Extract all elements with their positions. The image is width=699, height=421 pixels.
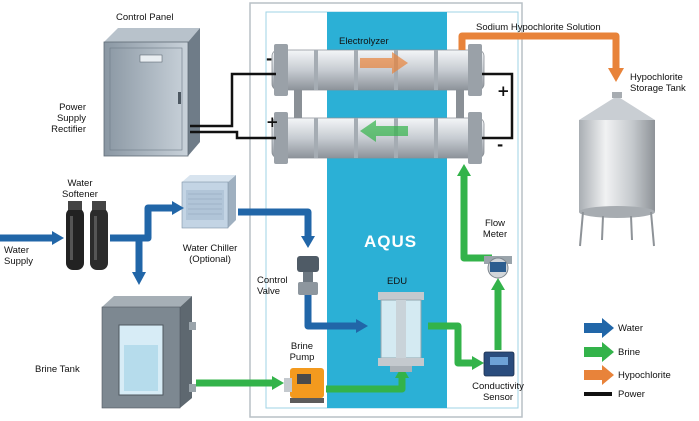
brine-arrowhead-pump bbox=[272, 376, 284, 390]
water-supply-label: Water Supply bbox=[4, 245, 34, 267]
electrolyzer-flow-left-arrow bbox=[360, 120, 408, 142]
hypochlorite-arrowhead bbox=[608, 68, 624, 82]
water-arrowhead-supply bbox=[52, 231, 64, 245]
power-lines bbox=[190, 72, 514, 140]
water-softener-label: Water Softener bbox=[62, 178, 98, 200]
electrolyzer-label: Electrolyzer bbox=[339, 36, 389, 47]
flow-meter bbox=[484, 256, 512, 279]
sodium-hypochlorite-label: Sodium Hypochlorite Solution bbox=[476, 22, 601, 33]
water-chiller-unit bbox=[181, 175, 236, 229]
connector-right bbox=[456, 90, 464, 118]
control-valve-label: Control Valve bbox=[257, 275, 288, 297]
water-arrowhead-valve bbox=[301, 236, 315, 248]
conductivity-sensor-label: Conductivity Sensor bbox=[472, 381, 524, 403]
water-flow bbox=[0, 204, 356, 330]
legend-power-label: Power bbox=[618, 389, 645, 400]
bottom-plus-sign: + bbox=[266, 113, 279, 131]
water-arrowhead-brine bbox=[132, 272, 146, 285]
hypochlorite-flow bbox=[458, 32, 620, 68]
legend-brine-label: Brine bbox=[618, 347, 641, 358]
legend bbox=[584, 318, 614, 396]
electrolyzer-top-tube bbox=[271, 44, 485, 96]
electrolyzer-bottom-tube bbox=[271, 112, 485, 164]
legend-hypochlorite-swatch bbox=[584, 365, 614, 385]
control-panel-label: Control Panel bbox=[116, 12, 174, 23]
brine-arrowhead-sensor bbox=[472, 356, 484, 370]
power-supply-label: Power Supply Rectifier bbox=[51, 102, 86, 135]
brine-tank bbox=[101, 296, 196, 409]
water-arrowhead-chiller bbox=[172, 201, 184, 215]
water-softener-tanks bbox=[66, 201, 108, 270]
brine-pump-label: Brine Pump bbox=[289, 341, 315, 363]
brine-flow bbox=[196, 176, 502, 393]
legend-water-swatch bbox=[584, 318, 614, 338]
brine-arrowhead-meter bbox=[491, 278, 505, 290]
brine-pump bbox=[284, 368, 324, 403]
flow-meter-label: Flow Meter bbox=[482, 218, 508, 240]
water-chiller-label: Water Chiller (Optional) bbox=[182, 243, 238, 265]
edu-label: EDU bbox=[387, 276, 408, 287]
legend-water-label: Water bbox=[618, 323, 643, 334]
right-plus-sign: + bbox=[497, 82, 510, 100]
control-valve bbox=[297, 256, 319, 295]
brand-logo: AQUS bbox=[364, 232, 418, 251]
legend-power-swatch bbox=[584, 392, 612, 396]
conductivity-sensor bbox=[483, 351, 515, 377]
right-minus-sign: - bbox=[497, 136, 504, 154]
legend-hypochlorite-label: Hypochlorite bbox=[618, 370, 671, 381]
edu-unit bbox=[378, 292, 424, 372]
hypochlorite-storage-tank bbox=[579, 92, 655, 247]
storage-tank-label: Hypochlorite Storage Tank bbox=[630, 72, 686, 94]
brine-arrowhead-electrolyzer bbox=[457, 164, 471, 176]
brine-tank-label: Brine Tank bbox=[35, 364, 80, 375]
water-arrowhead-edu bbox=[356, 319, 368, 333]
legend-brine-swatch bbox=[584, 342, 614, 362]
top-minus-sign: - bbox=[266, 50, 273, 68]
connector-left bbox=[294, 90, 302, 118]
electrolyzer-flow-right-arrow bbox=[360, 52, 408, 74]
control-panel-cabinet bbox=[103, 28, 200, 157]
